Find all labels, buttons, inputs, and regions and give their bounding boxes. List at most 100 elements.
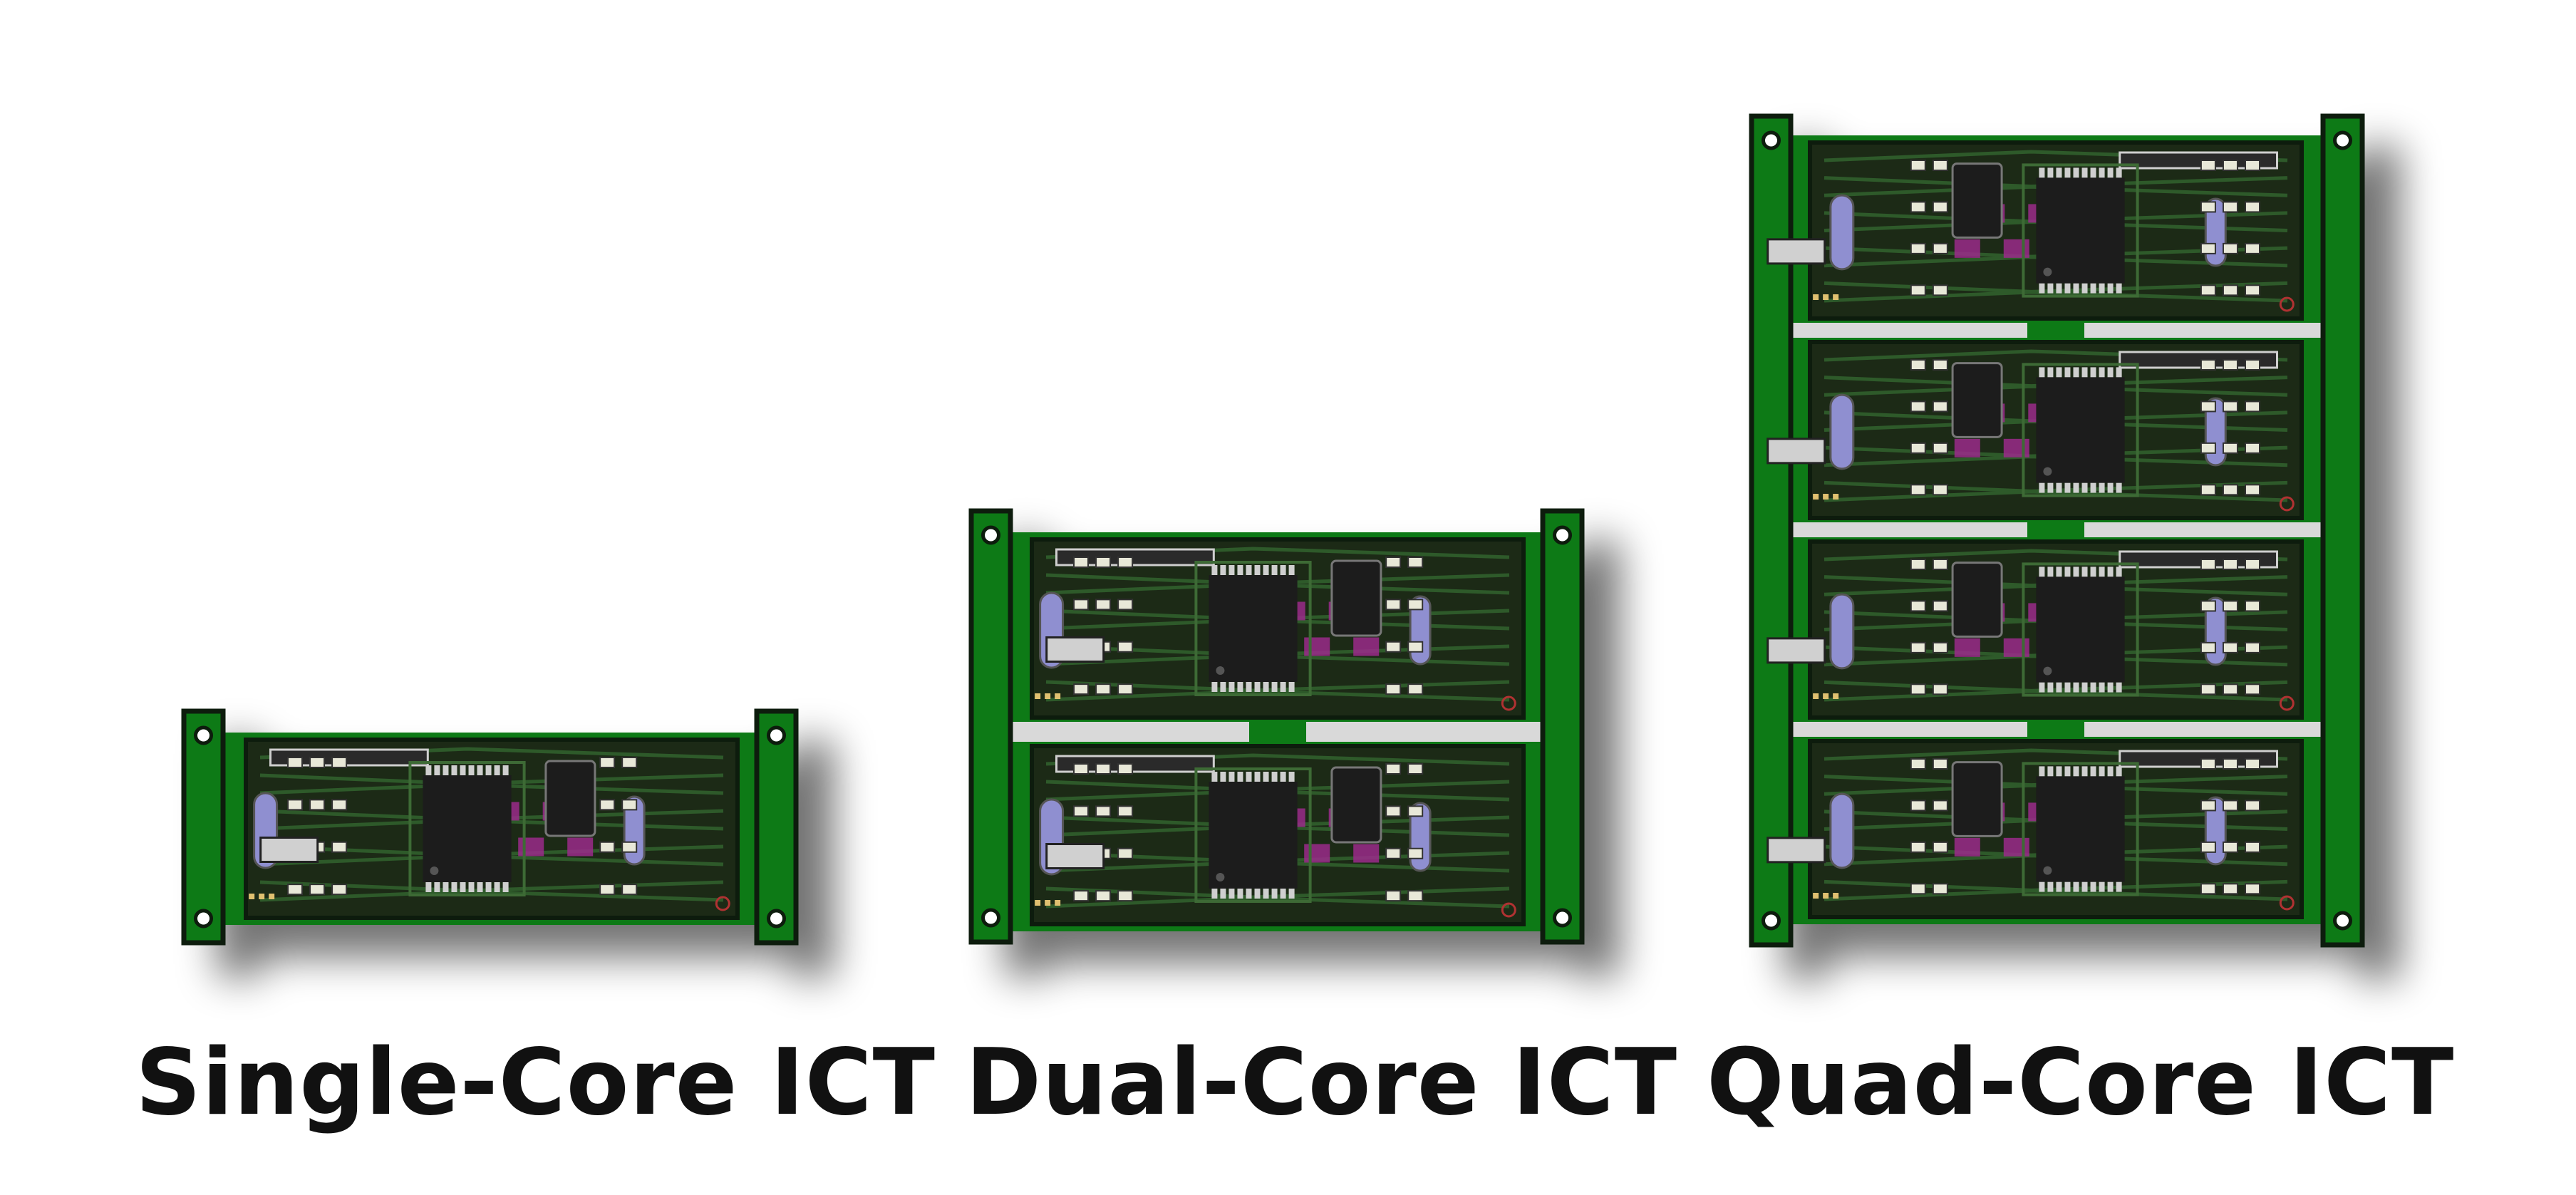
smd-part [2222,484,2238,496]
sot-module [259,837,319,863]
smd-part [1095,890,1112,902]
smd-part [1407,890,1424,902]
single-core-module [181,708,799,946]
trace [1824,889,2288,901]
quad-core-caption: Quad-Core ICT [1707,1030,2455,1136]
smd-part [1407,847,1424,859]
main-chip [2036,776,2125,882]
smd-part [2200,883,2216,895]
smd-part [1385,641,1402,653]
smd-part [2222,400,2238,413]
chip-pin [2107,283,2114,294]
fiducial [2279,695,2295,711]
pad [1304,844,1330,863]
fiducial [1501,902,1516,918]
smd-part [1385,890,1402,902]
header-pin [249,894,255,899]
main-chip [1209,575,1298,682]
chip-pin [2090,567,2096,577]
smd-part [1932,442,1948,454]
smd-part [1095,805,1112,817]
frame-rail [2320,113,2365,948]
chip-pin [2081,167,2088,178]
chip-pin [2039,682,2045,693]
chip-pin [2099,881,2105,892]
smd-part [2245,284,2260,296]
chip-pin [2073,766,2079,777]
chip-pin [2056,881,2062,892]
smd-part [1932,484,1948,496]
smd-part [1117,641,1134,653]
chip-pin [494,882,500,892]
smd-part [621,841,638,853]
chip-pin [1220,889,1226,899]
smd-part [2200,683,2216,695]
chip-pin [2099,283,2105,294]
pad [2003,837,2029,857]
smd-part [2222,841,2238,853]
smd-part [1385,847,1402,859]
secondary-chip [1951,362,2003,438]
smd-part [1385,805,1402,817]
sot-module [1767,637,1826,664]
smd-part [2245,641,2260,653]
header-pin [1813,494,1819,500]
main-chip [423,775,512,882]
chip-pin [2047,766,2054,777]
smd-part [1932,160,1948,171]
smd-part [1073,763,1089,775]
chip-pin [494,765,500,775]
break-tab [2027,319,2084,342]
smd-part [2245,800,2260,812]
smd-part [1385,557,1402,568]
smd-part [2222,359,2238,371]
frame-rail [181,708,226,946]
fiducial [2279,496,2295,512]
chip-pin [2099,482,2105,493]
chip-pin [2047,283,2054,294]
smd-part [2200,359,2216,371]
chip-pin [434,765,440,775]
chip-pin [460,882,466,892]
smd-part [1117,805,1134,817]
smd-part [1407,599,1424,611]
smd-part [1073,890,1089,902]
chip-pin [468,765,475,775]
smd-part [599,757,616,768]
smd-part [2245,442,2260,454]
pad [1353,844,1380,863]
header-pin [1045,900,1051,906]
pad [518,837,544,857]
smd-part [1910,284,1926,296]
smd-part [1910,641,1926,653]
smd-part [1910,800,1926,812]
chip-pin [1246,772,1252,782]
header-pin [1833,494,1839,500]
chip-pin [443,882,449,892]
smd-part [2245,758,2260,770]
smd-part [1932,400,1948,413]
chip-pin [1280,565,1286,575]
chip-pin [2099,567,2105,577]
break-tab [2027,518,2084,542]
chip-pin [1237,565,1243,575]
chip-pin [2099,367,2105,378]
header-pin [1035,693,1041,699]
chip-pin [1211,682,1218,692]
smd-part [2222,883,2238,895]
chip-pin [2064,567,2071,577]
chip-pin [1280,682,1286,692]
chip-pin [2056,482,2062,493]
chip-pin [1211,772,1218,782]
chip-pin [1271,565,1278,575]
chip-dot [2043,467,2052,476]
smd-part [1910,400,1926,413]
pad [2003,438,2029,457]
chip-pin [2039,167,2045,178]
frame-rail [968,508,1013,945]
secondary-chip [1951,162,2003,239]
header-pin [1833,693,1839,699]
chip-pin [2107,682,2114,693]
mount-hole [981,525,1000,545]
pad [1954,837,1980,857]
